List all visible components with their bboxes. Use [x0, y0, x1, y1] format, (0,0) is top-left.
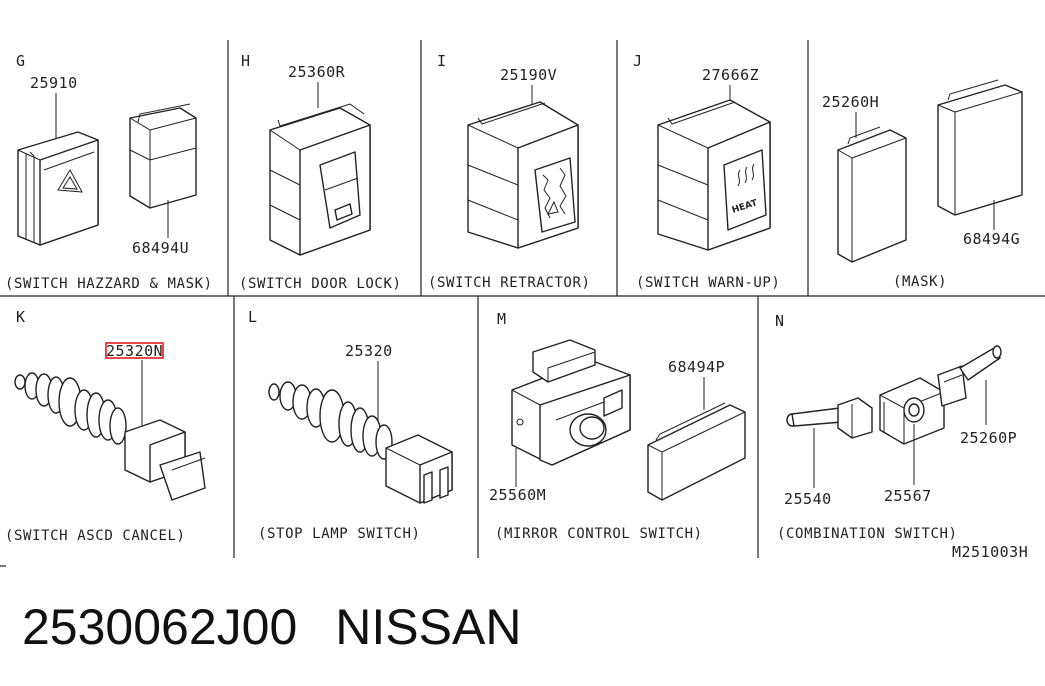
part-label-68494g: 68494G [963, 230, 1020, 248]
panel-letter-l: L [248, 308, 258, 326]
caption-switch-retractor: (SWITCH RETRACTOR) [428, 275, 591, 291]
part-label-25560m: 25560M [489, 486, 546, 504]
panel-letter-n: N [775, 312, 785, 330]
part-label-25320: 25320 [345, 342, 393, 360]
panel-letter-h: H [241, 52, 251, 70]
panel-letter-i: I [437, 52, 447, 70]
part-label-68494p: 68494P [668, 358, 725, 376]
caption-mirror-control-switch: (MIRROR CONTROL SWITCH) [495, 526, 703, 542]
footer-brand: NISSAN [335, 599, 522, 655]
part-label-27666z: 27666Z [702, 66, 759, 84]
panel-i: I 25190V (SWITCH RETRACTOR) [428, 52, 591, 291]
panel-l: L 25320 (STOP LAMP SWITCH) [248, 308, 453, 542]
part-label-25320n: 25320N [106, 342, 163, 360]
panel-grid [0, 40, 1045, 567]
highlight-box [105, 342, 164, 359]
caption-switch-door-lock: (SWITCH DOOR LOCK) [239, 276, 402, 292]
caption-switch-hazzard: (SWITCH HAZZARD & MASK) [5, 276, 213, 292]
caption-combination-switch: (COMBINATION SWITCH) [777, 526, 958, 542]
part-label-25540: 25540 [784, 490, 832, 508]
panel-h: H 25360R (SWITCH DOOR LOCK) [239, 52, 402, 292]
mask-drawing-68494g [937, 79, 1023, 216]
ascd-cancel-switch-drawing [14, 372, 206, 501]
part-label-25190v: 25190V [500, 66, 557, 84]
stop-lamp-switch-drawing [268, 381, 453, 504]
part-label-25567: 25567 [884, 487, 932, 505]
mask-drawing-68494u [129, 103, 197, 209]
combination-switch-drawing [786, 345, 1002, 445]
part-label-25260h: 25260H [822, 93, 879, 111]
panel-letter-j: J [633, 52, 643, 70]
panel-g: G 25910 68494U (SWITCH HAZZARD & MASK) [5, 52, 213, 292]
panel-m: M 68494P 25560M (MIRROR CONTROL SWITCH) [489, 310, 746, 542]
hazard-switch-drawing [17, 131, 99, 246]
panel-k: K 25320N (SWITCH ASCD CANCEL) [5, 308, 206, 544]
part-label-25910: 25910 [30, 74, 78, 92]
part-label-25360r: 25360R [288, 63, 346, 81]
caption-switch-ascd-cancel: (SWITCH ASCD CANCEL) [5, 528, 186, 544]
part-label-68494u: 68494U [132, 239, 189, 257]
footer: 2530062J00 NISSAN [22, 598, 559, 656]
door-lock-switch-drawing [269, 103, 371, 256]
mask-drawing-25260h [837, 126, 907, 263]
panel-mask: 25260H 68494G (MASK) [822, 79, 1023, 290]
caption-mask: (MASK) [893, 274, 947, 290]
panel-letter-g: G [16, 52, 26, 70]
caption-switch-warn-up: (SWITCH WARN-UP) [636, 275, 780, 291]
retractor-switch-drawing [467, 101, 579, 249]
panel-letter-k: K [16, 308, 26, 326]
warn-up-switch-drawing: HEAT [657, 99, 771, 251]
panel-letter-m: M [497, 310, 507, 328]
mirror-control-switch-drawing [511, 339, 631, 466]
panel-j: J 27666Z HEAT (SWITCH WARN-UP) [633, 52, 780, 291]
panel-n: N 25260P 25540 25567 (COMBINATION SWITCH [775, 312, 1017, 542]
footer-part-number: 2530062J00 [22, 599, 298, 655]
mask-drawing-68494p [647, 402, 746, 501]
part-label-25260p: 25260P [960, 429, 1017, 447]
caption-stop-lamp-switch: (STOP LAMP SWITCH) [258, 526, 421, 542]
diagram-code: M251003H [952, 543, 1028, 561]
